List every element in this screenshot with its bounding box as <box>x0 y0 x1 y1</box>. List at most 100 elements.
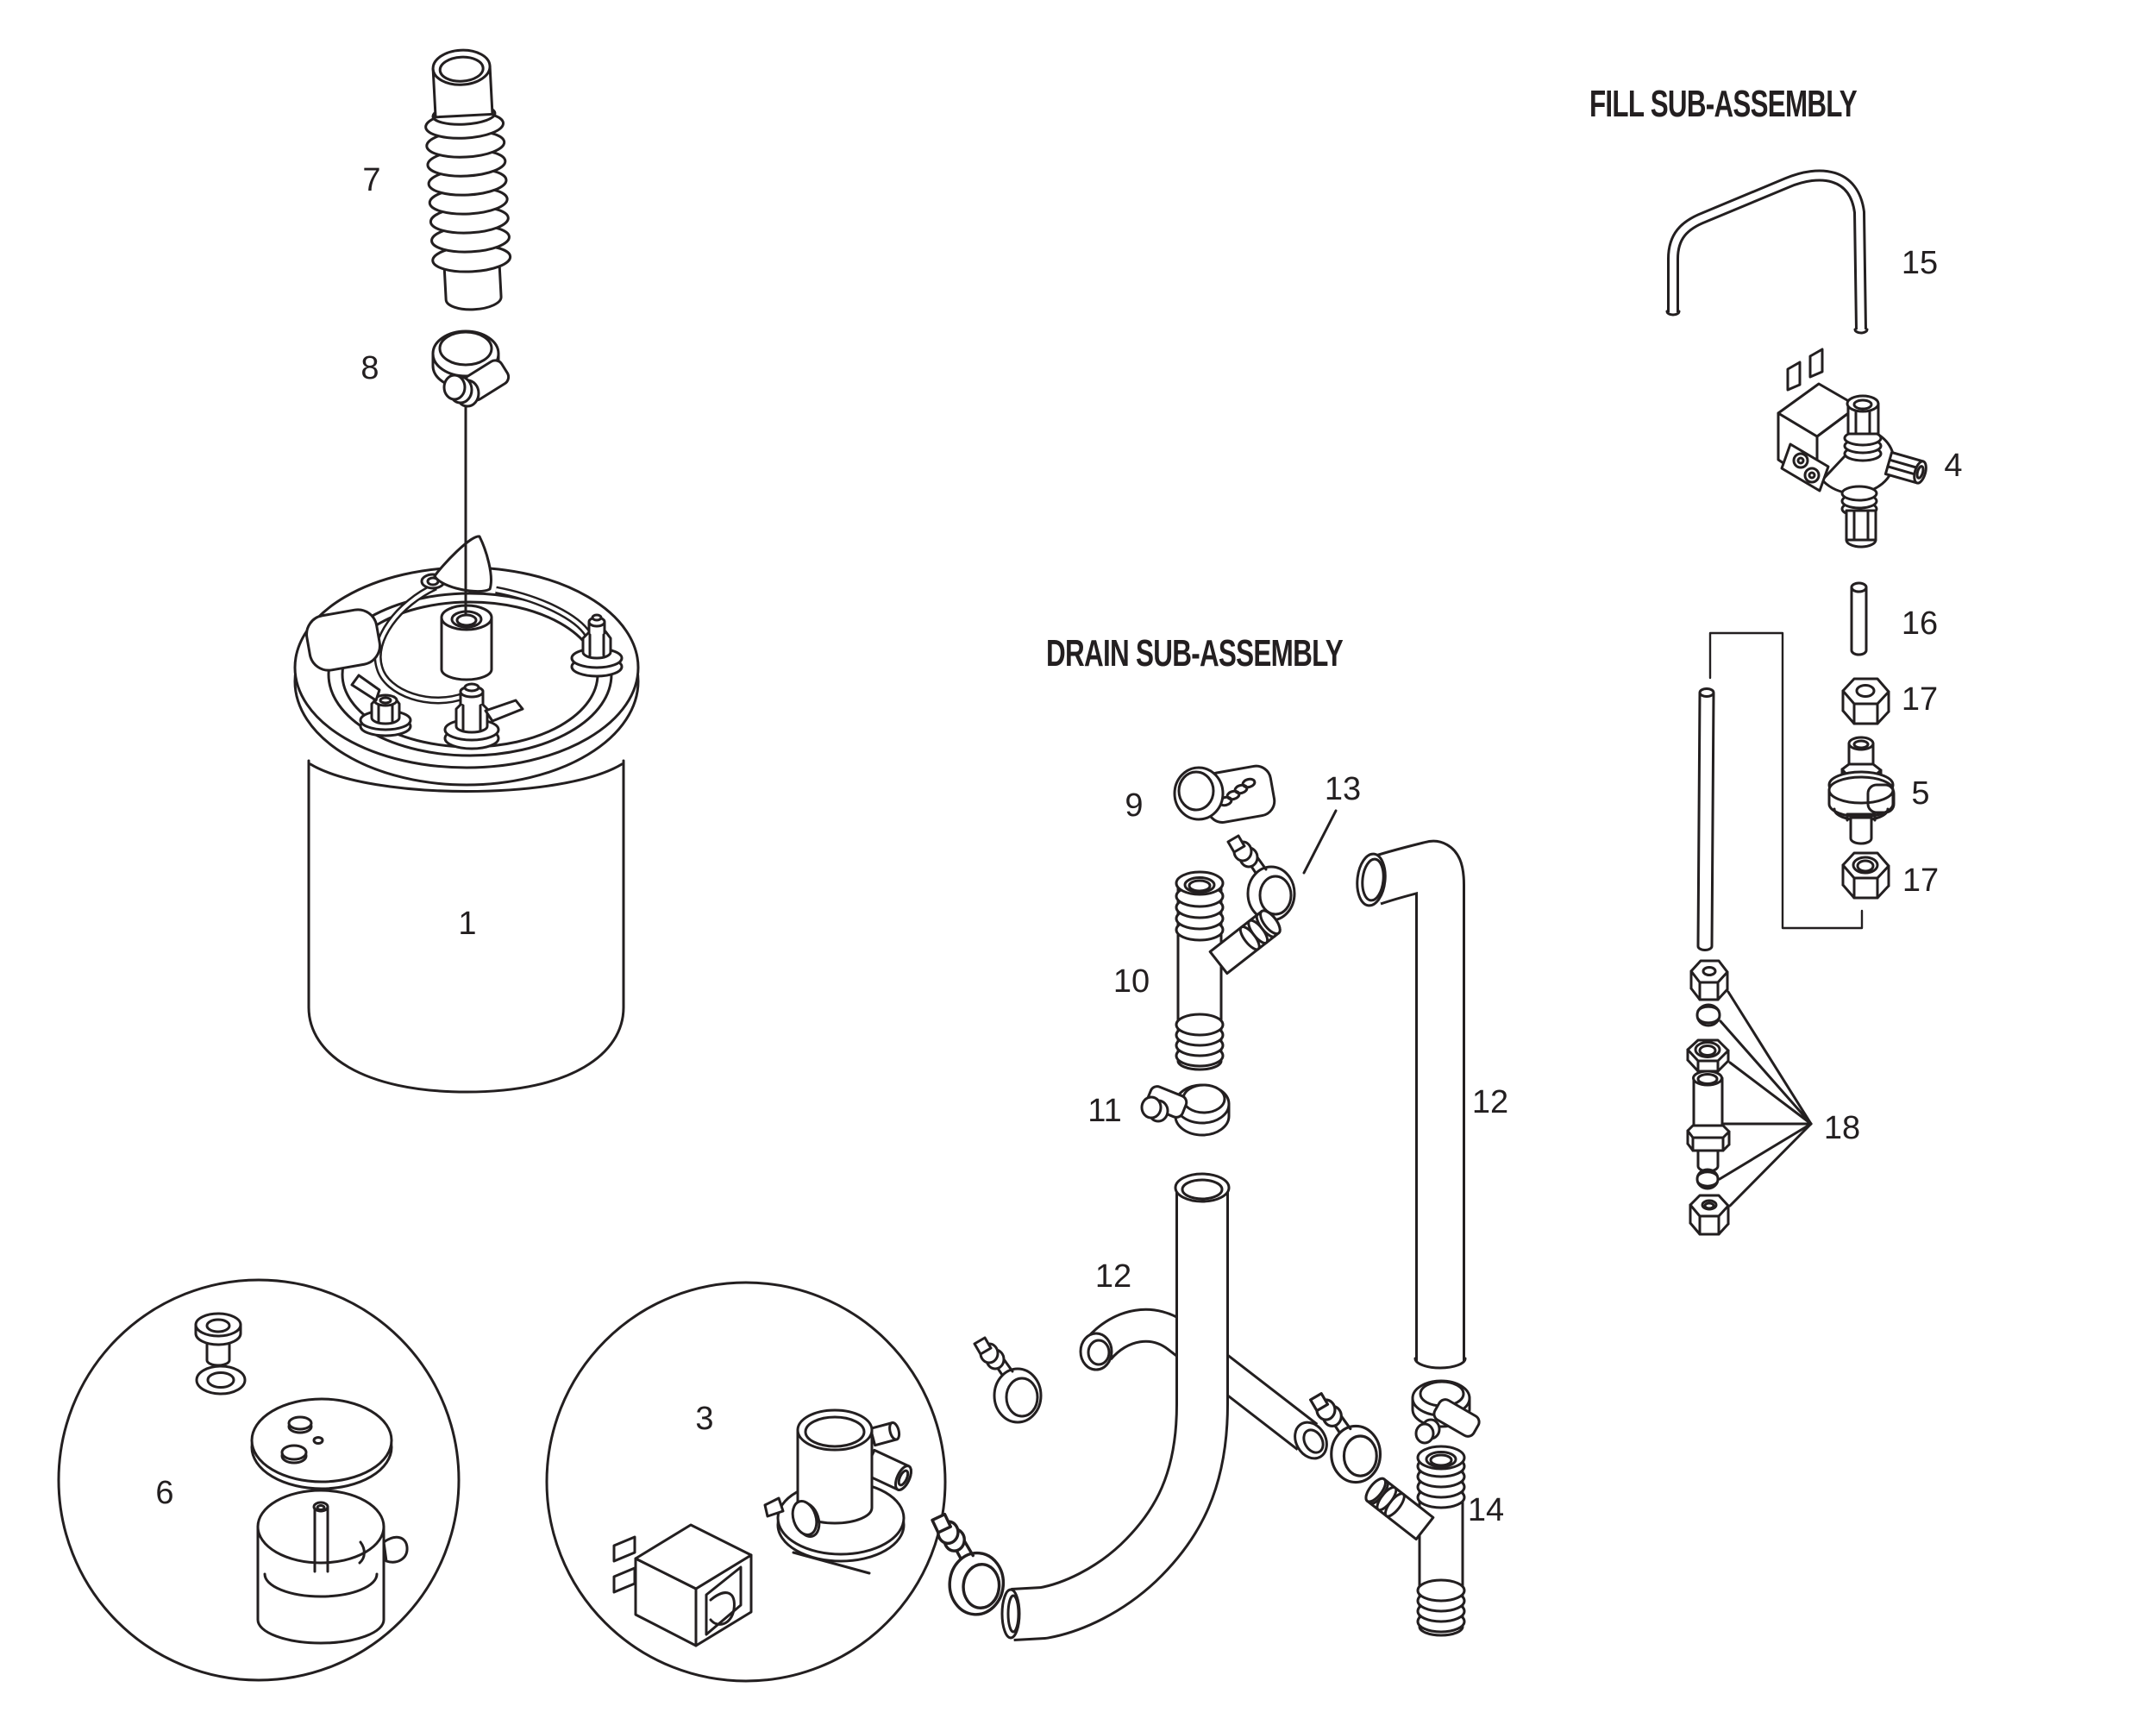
compression-fitting-group-part-18-segment <box>1703 1201 1715 1210</box>
reservoir-cup-segment <box>263 1572 379 1598</box>
valve-body-fitting-segment <box>862 1448 912 1491</box>
screw-clamp-part-11-segment <box>1140 1095 1163 1120</box>
compression-fitting-group-part-18-segment <box>1689 1194 1730 1218</box>
drain-hose-right-part-12-segment <box>1361 857 1385 902</box>
valve-body-fitting <box>763 1408 912 1575</box>
lid-bolt-center-segment <box>461 704 482 731</box>
drain-hose-mid-part-12-segment <box>1087 1339 1111 1366</box>
drain-hose-long-part-12-segment <box>1181 1178 1224 1201</box>
cup-tab <box>382 1535 409 1564</box>
grommet <box>194 1312 242 1367</box>
side-port-segment <box>1915 465 1925 480</box>
valve-body-fitting-segment <box>792 1551 871 1575</box>
fill-stem-tube-segment <box>1696 692 1715 951</box>
hose-clamp-part-8 <box>431 329 511 408</box>
part-label-13: 13 <box>1325 771 1361 807</box>
electrical-connector-segment <box>634 1523 753 1590</box>
valve-body-fitting-segment-segment <box>897 1469 910 1487</box>
part-label-17-lower: 17 <box>1902 862 1939 899</box>
compression-fitting-group-part-18-segment <box>1728 1061 1813 1126</box>
compression-fitting-group-part-18-segment <box>1689 987 1729 1001</box>
part-label-8: 8 <box>360 350 379 386</box>
lid-pad <box>305 608 381 672</box>
tube-part-16-segment <box>1850 581 1868 593</box>
valve-body-fitting-segment <box>763 1496 785 1518</box>
hex-nut-part-17-lower-segment <box>1841 863 1890 900</box>
o-ring <box>195 1364 247 1396</box>
u-tube-part-15-segment <box>1665 310 1681 317</box>
drain-hose-long-part-12-segment <box>1006 1594 1020 1634</box>
electrical-connector <box>612 1523 753 1647</box>
part-label-12-right: 12 <box>1472 1084 1508 1120</box>
u-tube-part-15-segment <box>1670 172 1865 330</box>
tube-part-16 <box>1850 581 1868 656</box>
compression-fitting-group-part-18-segment <box>1695 1168 1720 1190</box>
solenoid-valve-part-4-segment <box>1796 456 1805 465</box>
barbed-tee-part-14 <box>1364 1445 1466 1637</box>
solenoid-valve-part-4-segment <box>1792 452 1809 469</box>
leader-line-part-13 <box>1302 809 1338 875</box>
tank-part-1-segment <box>307 759 625 1094</box>
check-valve-part-5-segment <box>1866 783 1896 814</box>
compression-fitting-group-part-18-segment <box>1695 1003 1721 1027</box>
hose-clamp-part-8-segment <box>438 330 493 367</box>
o-ring-segment <box>206 1371 235 1389</box>
check-valve-part-5 <box>1827 736 1896 845</box>
side-port <box>1883 451 1927 485</box>
lid-bolt-right-segment <box>588 633 605 657</box>
reservoir-cup-segment <box>313 1505 329 1573</box>
electrical-connector-segment <box>705 1565 743 1636</box>
electrical-connector-segment <box>709 1591 736 1626</box>
valve-body-fitting-segment <box>804 1415 866 1448</box>
compression-fitting-group-part-18-segment <box>1686 1124 1731 1139</box>
compression-fitting-group-part-18-segment <box>1696 1005 1720 1025</box>
reservoir-lid-plate <box>250 1397 393 1490</box>
lid-bolt-right <box>570 613 624 678</box>
solenoid-valve-part-4-segment <box>1852 398 1873 411</box>
part-label-18: 18 <box>1824 1110 1860 1146</box>
screw-clamp-part-11-segment <box>1181 1083 1226 1114</box>
wing-clamp-hose-end <box>923 1511 1011 1619</box>
tank-part-1-segment <box>309 762 624 793</box>
wing-clamp-mid <box>973 1336 1043 1424</box>
valve-body-fitting-segment <box>791 1500 818 1536</box>
drain-sub-assembly-title: DRAIN SUB-ASSEMBLY <box>1046 632 1343 674</box>
tank-part-1-segment <box>376 585 467 702</box>
part-label-6: 6 <box>155 1475 173 1511</box>
part-label-11: 11 <box>1087 1093 1121 1129</box>
hex-nut-part-17-upper-segment <box>1841 689 1890 725</box>
drain-hose-right-part-12-segment <box>1365 842 1463 1361</box>
drain-sub-assembly <box>923 764 1481 1641</box>
barbed-tee-part-14-segment <box>1416 1578 1466 1603</box>
tank-part-1 <box>293 404 640 1094</box>
fill-stem-tube <box>1696 687 1715 951</box>
hose-clamp-part-8-segment <box>442 373 467 401</box>
u-tube-part-15-segment <box>1667 169 1867 330</box>
barbed-tee-part-10-segment <box>1188 879 1212 893</box>
u-tube-part-15 <box>1665 169 1869 335</box>
solenoid-valve-part-4-segment <box>1803 467 1821 484</box>
hex-nut-part-17-lower-segment <box>1852 856 1879 875</box>
check-valve-part-5-segment <box>1827 775 1895 805</box>
part-label-15: 15 <box>1902 245 1938 281</box>
fill-sub-assembly <box>1665 169 1927 1236</box>
reservoir-lid-plate-segment <box>280 1444 308 1461</box>
barbed-tee-part-14-segment <box>1429 1453 1453 1467</box>
compression-fitting-group-part-18-segment <box>1689 969 1729 1001</box>
drain-hose-long-part-12-segment <box>1011 1192 1226 1639</box>
compression-fitting-group-part-18-segment <box>1689 1221 1730 1236</box>
fill-stem-tube-segment <box>1698 687 1715 698</box>
compression-fitting-group-part-18-segment <box>1728 1122 1813 1208</box>
drain-hose-long-part-12 <box>1000 1172 1231 1641</box>
part-label-5: 5 <box>1911 775 1929 812</box>
drain-hose-right-part-12-segment <box>1413 1357 1467 1370</box>
screw-clamp-lower-segment <box>1414 1422 1435 1445</box>
electrical-connector-segment <box>612 1535 636 1563</box>
electrical-connector-segment <box>612 1566 636 1594</box>
hex-nut-part-17-upper-segment <box>1841 709 1890 725</box>
u-tube-part-15-segment <box>1853 328 1869 335</box>
screw-clamp-part-11 <box>1140 1083 1231 1137</box>
tube-part-16-segment <box>1850 586 1868 656</box>
solenoid-valve-part-4-segment <box>1845 509 1877 542</box>
